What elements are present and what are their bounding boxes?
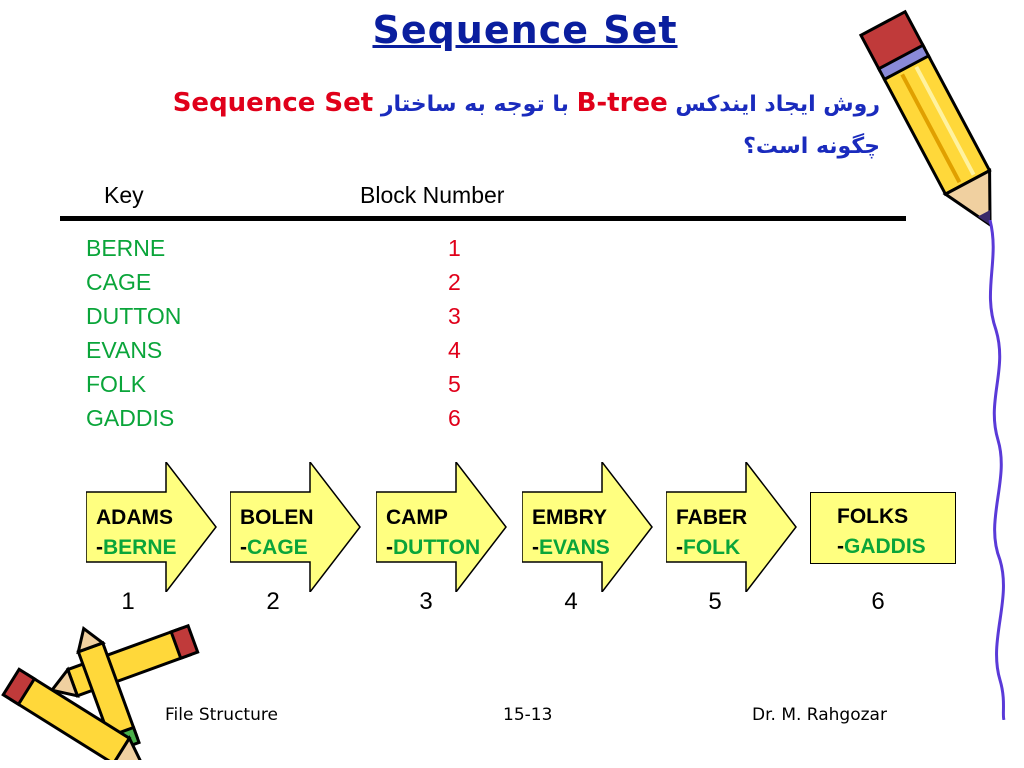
block-last-key: FOLK [683,536,741,559]
slide-title: Sequence Set [372,8,678,52]
block-index: 3 [419,588,433,615]
key-cell: DUTTON [86,303,182,329]
question-text: روش ایجاد ایندکس B-tree با توجه به ساختا… [80,82,880,168]
block-index: 5 [708,588,722,615]
sequence-block-4: EMBRY -EVANS [522,462,672,592]
block-first-key: FOLKS [837,505,909,528]
sequence-block-2: BOLEN -CAGE [230,462,380,592]
sequence-block-1: ADAMS -BERNE [86,462,236,592]
pencils-group-icon [1,623,200,760]
block-number-column: 1 2 3 4 5 6 [448,231,461,435]
key-cell: GADDIS [86,405,175,431]
block-number-cell: 6 [448,405,461,431]
header-key: Key [104,182,144,208]
block-last-key: GADDIS [844,535,926,558]
block-first-key: EMBRY [532,506,608,529]
header-block-number: Block Number [360,182,505,208]
block-index: 2 [266,588,280,615]
footer-author: Dr. M. Rahgozar [752,705,887,725]
question-part3: چگونه است؟ [743,134,880,159]
block-first-key: BOLEN [240,506,314,529]
block-last-key: DUTTON [393,536,481,559]
block-index: 6 [871,588,885,615]
question-btree: B-tree [576,88,668,118]
footer-page-number: 15-13 [503,705,553,725]
block-number-cell: 2 [448,269,461,295]
key-cell: EVANS [86,337,163,363]
block-last-key: BERNE [103,536,177,559]
sequence-block-6: FOLKS -GADDIS [810,492,956,564]
block-number-cell: 3 [448,303,461,329]
scribble-line-icon [988,220,1006,720]
key-column: BERNE CAGE DUTTON EVANS FOLK GADDIS [86,231,181,435]
key-cell: CAGE [86,269,152,295]
key-cell: BERNE [86,235,166,261]
header-divider [60,216,906,221]
block-first-key: ADAMS [96,506,173,529]
block-number-cell: 4 [448,337,461,363]
block-last-key: CAGE [247,536,308,559]
block-number-cell: 1 [448,235,461,261]
block-last-key: EVANS [539,536,610,559]
question-sequence-set: Sequence Set [172,88,374,118]
sequence-block-5: FABER -FOLK [666,462,816,592]
sequence-block-3: CAMP -DUTTON [376,462,526,592]
pencil-icon [858,9,992,228]
block-index: 1 [121,588,135,615]
block-index: 4 [564,588,578,615]
block-first-key: FABER [676,506,748,529]
key-cell: FOLK [86,371,147,397]
block-first-key: CAMP [386,506,448,529]
footer-course: File Structure [165,705,278,725]
question-part2: با توجه به ساختار [380,92,569,117]
question-part1: روش ایجاد ایندکس [675,92,880,117]
block-number-cell: 5 [448,371,461,397]
